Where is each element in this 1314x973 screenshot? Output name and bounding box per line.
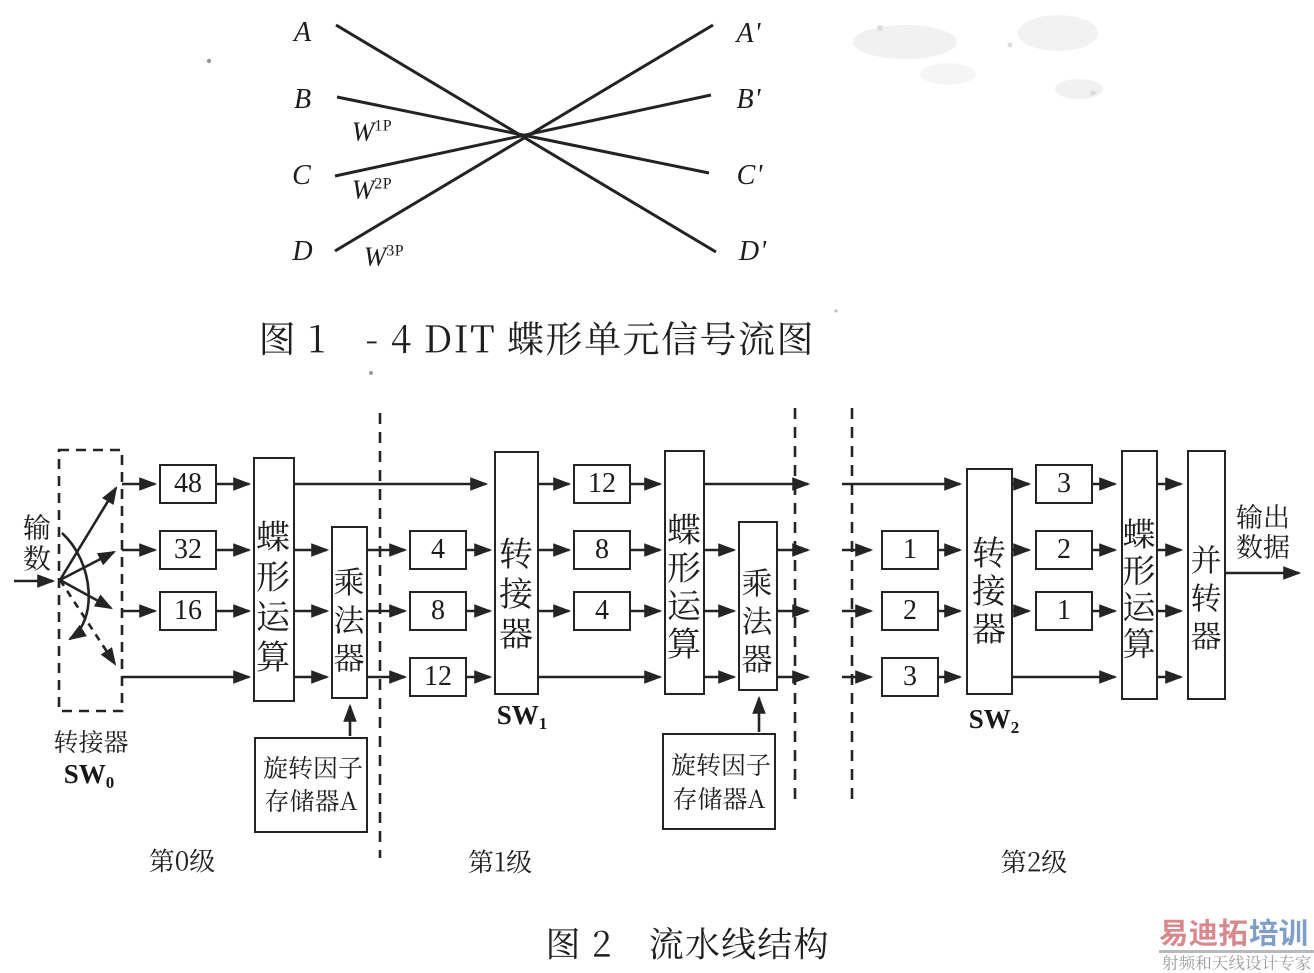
delay-box-s1-12: 12: [409, 657, 467, 697]
fig1-caption: 图 1 - 4 DIT 蝶形单元信号流图: [259, 315, 814, 363]
sw0-name: SW0: [63, 759, 115, 792]
delay-box-s1o-12: 12: [573, 464, 631, 504]
switch-sw2-label: 转接器: [970, 535, 1007, 652]
delay-box-s2o-2: 2: [1035, 530, 1093, 570]
delay-box-s2-1-value: 1: [903, 534, 917, 565]
parallel-converter-label: 并转器: [1189, 544, 1223, 657]
delay-box-16: 16: [159, 591, 217, 631]
switch-sw1-label: 转接器: [497, 536, 534, 657]
delay-box-s2o-2-value: 2: [1057, 534, 1071, 565]
twiddle-memory-1: 旋转因子存储器A: [662, 733, 776, 830]
delay-box-s1-4: 4: [409, 530, 467, 570]
twiddle-memory-1-line2: 存储器A: [673, 783, 766, 816]
twiddle-memory-0-line1: 旋转因子: [263, 752, 363, 785]
butterfly-unit-2: 蝶形运算: [1121, 450, 1158, 700]
delay-box-s2-3: 3: [881, 657, 939, 697]
delay-box-s1o-4: 4: [573, 591, 631, 631]
fig1-butterfly-lines: [334, 23, 717, 254]
switch-sw1: 转接器: [494, 451, 539, 695]
delay-box-32: 32: [159, 530, 217, 570]
stage1-label: 第1级: [468, 845, 532, 879]
sw0-caption: 转接器: [54, 726, 129, 759]
delay-box-s2o-1: 1: [1035, 591, 1093, 631]
fig1-input-1: B: [293, 84, 313, 115]
butterfly-unit-2-label: 蝶形运算: [1121, 517, 1157, 666]
output-data-label-line2: 数据: [1236, 529, 1290, 564]
twiddle-memory-0-line2: 存储器A: [265, 785, 358, 818]
delay-box-s2-3-value: 3: [903, 661, 917, 692]
fig1-input-2: C: [292, 160, 312, 191]
fig2-caption: 图 2 流水线结构: [545, 921, 828, 967]
fig1-output-3: D': [738, 236, 768, 267]
fig1-twiddle-2: W3P: [363, 241, 405, 272]
delay-box-32-value: 32: [174, 534, 202, 565]
delay-box-s1-4-value: 4: [431, 534, 445, 565]
output-data-label-line1: 输出: [1236, 499, 1290, 534]
watermark-brand-secondary: 培训: [1249, 914, 1308, 952]
multiplier-0-label: 乘法器: [332, 566, 366, 679]
fig1-input-0: A: [293, 17, 313, 48]
commutator-rotation-arrow: [61, 532, 90, 641]
input-data-label: 输数: [22, 513, 53, 578]
watermark-brand-primary: 易迪拓: [1159, 914, 1248, 952]
sw2-name: SW2: [968, 704, 1020, 737]
sw1-name: SW1: [496, 700, 548, 733]
switch-sw2: 转接器: [966, 468, 1013, 695]
delay-box-s1-12-value: 12: [424, 661, 452, 692]
commutator-sw0-box: [57, 448, 124, 713]
watermark-divider: [1159, 950, 1314, 953]
delay-box-s2-1: 1: [881, 530, 939, 570]
scan-artifacts: [206, 15, 1103, 375]
butterfly-unit-1-label: 蝶形运算: [665, 512, 702, 667]
multiplier-1-label: 乘法器: [740, 567, 774, 680]
fig2-flow-lines: [14, 477, 1302, 736]
fig2-dashed-separators: [57, 408, 854, 858]
fig1-twiddle-1: W2P: [351, 174, 393, 205]
delay-box-s2o-3-value: 3: [1057, 468, 1071, 499]
delay-box-s1o-8: 8: [573, 530, 631, 570]
stage2-label: 第2级: [1001, 845, 1068, 879]
delay-box-s1o-4-value: 4: [595, 595, 609, 626]
multiplier-1: 乘法器: [738, 521, 778, 691]
multiplier-0: 乘法器: [331, 526, 368, 699]
butterfly-unit-0: 蝶形运算: [253, 457, 295, 702]
fig1-output-0: A': [736, 18, 762, 49]
delay-box-48: 48: [159, 464, 217, 504]
delay-box-s2-2-value: 2: [903, 595, 917, 626]
delay-box-s2o-1-value: 1: [1057, 595, 1071, 626]
fig1-input-3: D: [292, 236, 314, 267]
delay-box-s1o-12-value: 12: [588, 468, 616, 499]
fig1-output-1: B': [736, 84, 762, 115]
twiddle-memory-0: 旋转因子存储器A: [254, 737, 368, 833]
parallel-converter: 并转器: [1187, 450, 1226, 700]
delay-box-s1o-8-value: 8: [595, 534, 609, 565]
butterfly-unit-1: 蝶形运算: [664, 450, 705, 695]
butterfly-unit-0-label: 蝶形运算: [255, 519, 292, 680]
delay-box-48-value: 48: [174, 468, 202, 499]
twiddle-memory-1-line1: 旋转因子: [671, 749, 771, 782]
delay-box-16-value: 16: [174, 595, 202, 626]
fig1-output-2: C': [736, 160, 764, 191]
delay-box-s1-8: 8: [409, 591, 467, 631]
fig1-twiddle-0: W1P: [351, 116, 393, 147]
delay-box-s1-8-value: 8: [431, 595, 445, 626]
stage0-label: 第0级: [149, 844, 216, 878]
watermark-tagline: 射频和天线设计专家: [1162, 952, 1311, 973]
delay-box-s2o-3: 3: [1035, 464, 1093, 504]
delay-box-s2-2: 2: [881, 591, 939, 631]
